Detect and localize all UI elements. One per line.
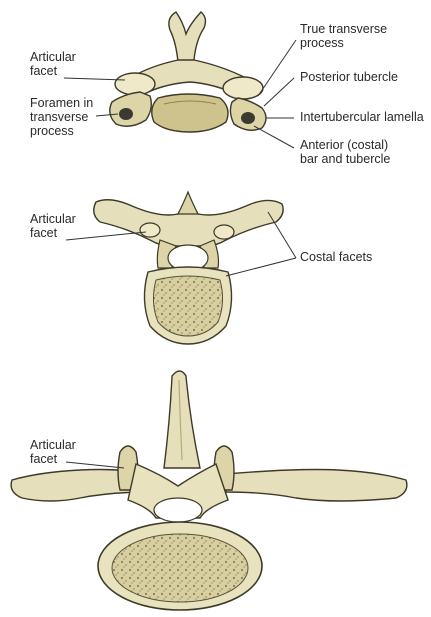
cervical-vertebra	[110, 12, 266, 132]
label-thoracic-articular-facet: Articular facet	[30, 212, 76, 240]
lumbar-vertebra	[11, 371, 407, 610]
label-posterior-tubercle: Posterior tubercle	[300, 70, 398, 84]
label-intertubercular-lamella: Intertubercular lamella	[300, 110, 424, 124]
label-lumbar-articular-facet: Articular facet	[30, 438, 76, 466]
label-true-transverse-process: True transverse process	[300, 22, 387, 50]
label-costal-facets: Costal facets	[300, 250, 372, 264]
label-anterior-bar-tubercle: Anterior (costal) bar and tubercle	[300, 138, 390, 166]
thoracic-vertebra	[94, 192, 283, 344]
label-cervical-articular-facet: Articular facet	[30, 50, 76, 78]
label-foramen-transverse-process: Foramen in transverse process	[30, 96, 93, 138]
